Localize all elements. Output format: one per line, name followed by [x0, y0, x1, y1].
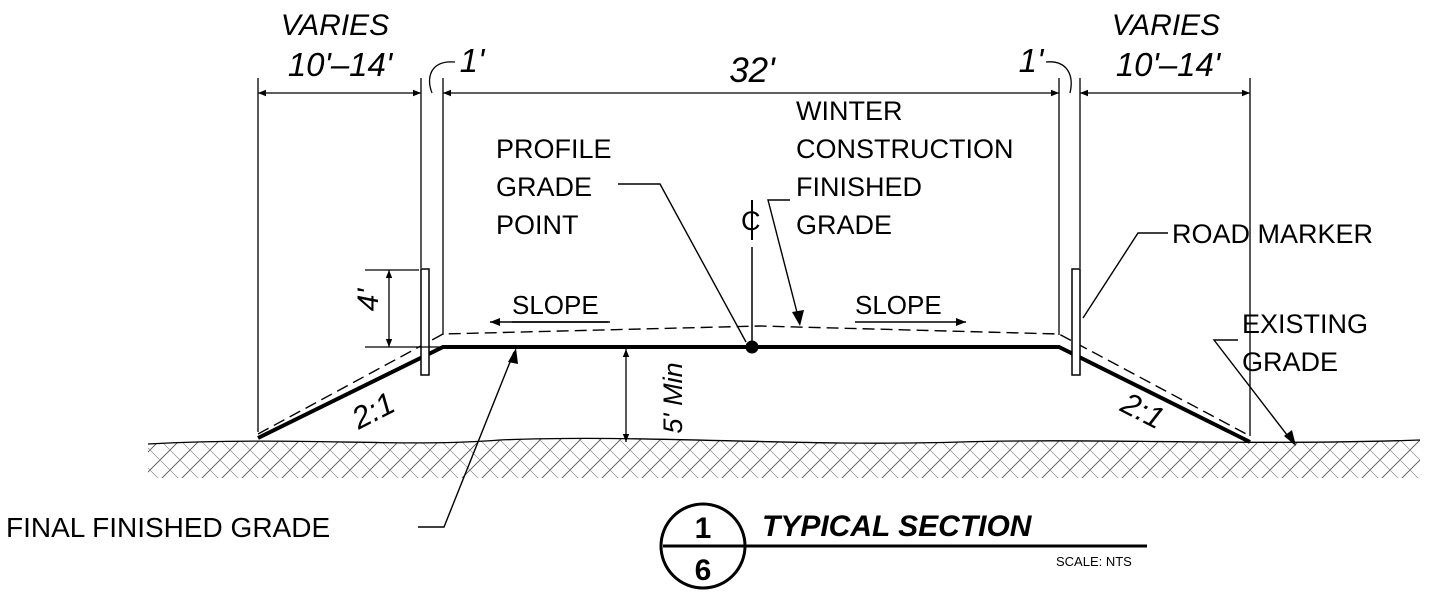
profile-grade-point-marker — [745, 340, 759, 354]
left-varies-label: VARIES — [281, 9, 389, 42]
marker-height-label: 4' — [352, 288, 385, 312]
road-marker-label: ROAD MARKER — [1172, 219, 1373, 249]
slope-right-label: SLOPE — [855, 290, 942, 320]
left-width-label: 10'–14' — [288, 46, 394, 83]
existing-grade-line — [147, 437, 1421, 445]
winter-grade-leader — [767, 199, 801, 325]
final-finished-grade-label: FINAL FINISHED GRADE — [6, 512, 330, 543]
winter-label-2: CONSTRUCTION — [796, 134, 1014, 164]
left-offset-leader — [428, 61, 456, 94]
detail-number: 1 — [695, 512, 712, 545]
profile-grade-point-leader — [618, 183, 747, 343]
embankment-min-label: 5' Min — [658, 362, 688, 433]
right-varies-label: VARIES — [1112, 9, 1220, 42]
detail-title: TYPICAL SECTION — [762, 510, 1033, 543]
detail-scale: SCALE: NTS — [1056, 554, 1132, 569]
winter-label-4: GRADE — [796, 210, 892, 240]
marker-height-dimension — [365, 269, 441, 348]
winter-label-3: FINISHED — [796, 172, 922, 202]
extension-lines — [257, 78, 1251, 436]
winter-construction-grade-line — [257, 325, 1251, 437]
right-offset-leader — [1045, 61, 1072, 94]
existing-grade-label-2: GRADE — [1242, 347, 1338, 377]
profile-grade-point-label-2: GRADE — [496, 172, 592, 202]
winter-grade-leader-arrow — [792, 310, 804, 326]
winter-label-1: WINTER — [796, 96, 902, 126]
right-road-marker — [1071, 268, 1081, 376]
existing-grade-leader-arrow — [1284, 430, 1296, 446]
existing-grade-label-1: EXISTING — [1242, 309, 1368, 339]
final-finished-grade-leader — [418, 351, 515, 528]
profile-grade-point-label-1: PROFILE — [496, 134, 612, 164]
left-offset-label: 1' — [460, 42, 486, 79]
final-finished-grade-leader-arrow — [508, 348, 518, 364]
road-marker-leader — [1082, 232, 1168, 319]
centerline-symbol: C — [741, 206, 761, 236]
roadway-width-label: 32' — [729, 51, 776, 90]
right-offset-label: 1' — [1019, 42, 1045, 79]
profile-grade-point-label-3: POINT — [496, 210, 579, 240]
existing-grade-leader — [1212, 339, 1295, 445]
ground-hatch — [148, 438, 1420, 478]
sheet-number: 6 — [695, 554, 712, 587]
right-width-label: 10'–14' — [1116, 46, 1222, 83]
left-road-marker — [420, 268, 430, 376]
right-side-slope-label: 2:1 — [1115, 385, 1170, 436]
slope-left-label: SLOPE — [512, 290, 599, 320]
final-finished-grade-line — [257, 345, 1251, 444]
